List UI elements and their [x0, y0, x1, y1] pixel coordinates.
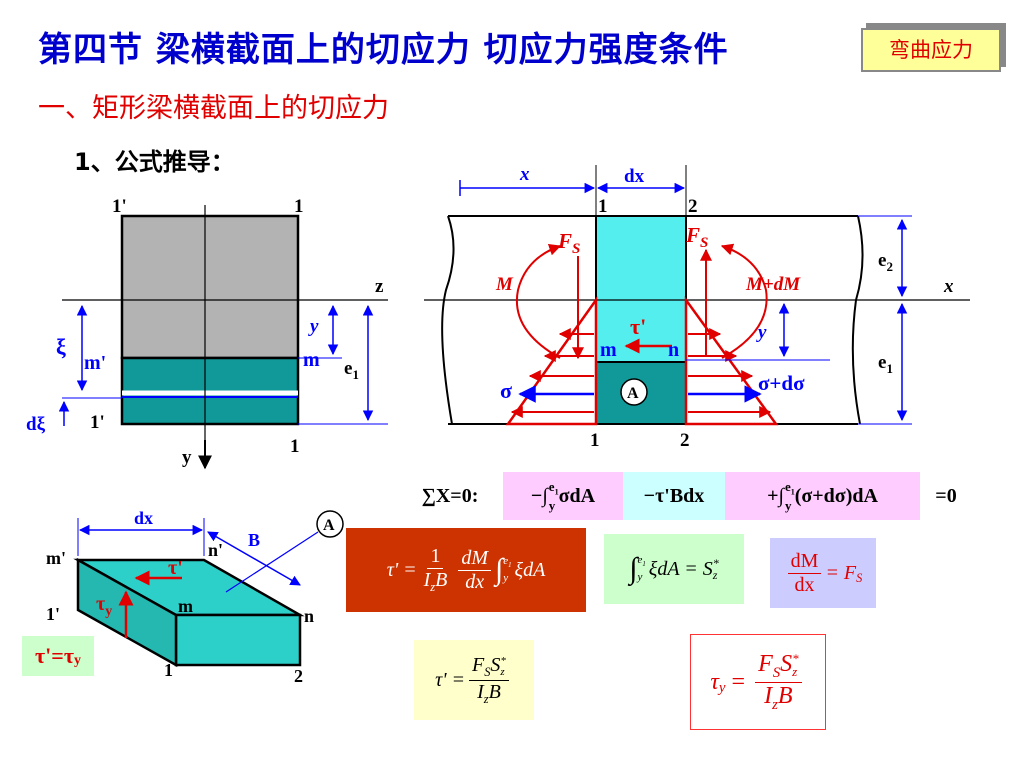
- element-tau-prime-label: τ': [168, 557, 183, 579]
- section-2-bottom-label: 2: [680, 430, 690, 451]
- element-m-label: m: [178, 596, 193, 616]
- label-1prime-top: 1': [112, 196, 127, 217]
- element-2-label: 2: [294, 666, 303, 686]
- cross-section-diagram: 1' 1 z ξ m' m y e1 dξ 1' 1 y: [26, 196, 388, 470]
- fs-left-label: FS: [557, 229, 580, 257]
- element-a-marker: [316, 510, 344, 538]
- y-dim-beam-label: y: [756, 322, 767, 343]
- element-n-label: n: [304, 606, 314, 626]
- e2-label: e2: [878, 250, 893, 274]
- equilibrium-term2: −τ'Bdx: [623, 472, 725, 520]
- sigma-right-label: σ+dσ: [758, 371, 805, 395]
- moment-left-arrow: [515, 243, 562, 359]
- e1-label: e1: [344, 358, 359, 382]
- element-b-label: B: [248, 530, 260, 550]
- element-b-dimension: [207, 531, 301, 586]
- z-axis-label: z: [375, 276, 384, 297]
- section-subtitle: 一、矩形梁横截面上的切应力: [38, 93, 389, 124]
- element-dx-label: dx: [134, 508, 153, 528]
- element-n-prime-label: n': [208, 540, 223, 560]
- e1-beam-label: e1: [878, 352, 893, 376]
- area-a-marker: [620, 378, 648, 406]
- shear-equality-sub: y: [73, 653, 81, 668]
- section-2-top-label: 2: [688, 196, 698, 217]
- stress-triangle-right: [684, 296, 779, 426]
- stress-triangle-left: [505, 296, 598, 426]
- section-upper-area: [120, 214, 300, 360]
- moment-left-label: M: [495, 274, 514, 295]
- label-1prime-bottom: 1': [90, 412, 105, 433]
- element-3d-diagram: dx A B m' n' τ' τy m 1' n 1 2: [46, 508, 344, 686]
- section-1-bottom-label: 1: [590, 430, 600, 451]
- y-dim-label: y: [308, 316, 319, 337]
- element-a-leader: [225, 531, 319, 593]
- derivation-heading: 1、公式推导：: [74, 148, 235, 176]
- sigma-left-label: σ: [500, 378, 512, 403]
- fs-right-label: FS: [685, 223, 708, 251]
- label-1-bottom: 1: [290, 436, 300, 457]
- element-a-label: A: [323, 517, 335, 534]
- equilibrium-sum: ∑X=0:: [421, 485, 479, 507]
- section-1-top-label: 1: [598, 196, 608, 217]
- y-axis-label: y: [182, 447, 192, 468]
- tau-prime-label: τ': [630, 314, 646, 339]
- m-point-label: m: [600, 339, 617, 361]
- beam-segment-diagram: x dx 1 2 FS FS M M+dM e2 x τ' y m n e1 σ…: [424, 164, 970, 451]
- element-1-prime-label: 1': [46, 604, 60, 624]
- element-m-prime-label: m': [46, 548, 66, 568]
- area-a-label: A: [627, 385, 639, 402]
- chapter-badge-button[interactable]: 弯曲应力: [861, 28, 1001, 72]
- element-front-face: [174, 613, 302, 667]
- m-label: m: [303, 349, 320, 371]
- page-title: 第四节 梁横截面上的切应力 切应力强度条件: [38, 30, 729, 70]
- moment-right-label: M+dM: [745, 274, 801, 295]
- dxi-label: dξ: [26, 414, 46, 435]
- shear-equality-text: τ'=τ: [35, 643, 74, 668]
- n-point-label: n: [668, 339, 679, 361]
- label-1-top: 1: [294, 196, 304, 217]
- element-1-label: 1: [164, 660, 173, 680]
- moment-right-arrow: [720, 243, 768, 359]
- dx-dim-label: dx: [624, 166, 645, 187]
- slice-upper: [595, 215, 687, 363]
- slice-lower-area-a: [595, 361, 687, 425]
- equilibrium-rhs: =0: [935, 485, 957, 507]
- x-axis-label: x: [943, 276, 954, 297]
- element-tau-y-label: τy: [96, 593, 112, 619]
- x-dim-label: x: [519, 164, 530, 185]
- m-prime-label: m': [84, 352, 106, 374]
- xi-label: ξ: [56, 334, 66, 359]
